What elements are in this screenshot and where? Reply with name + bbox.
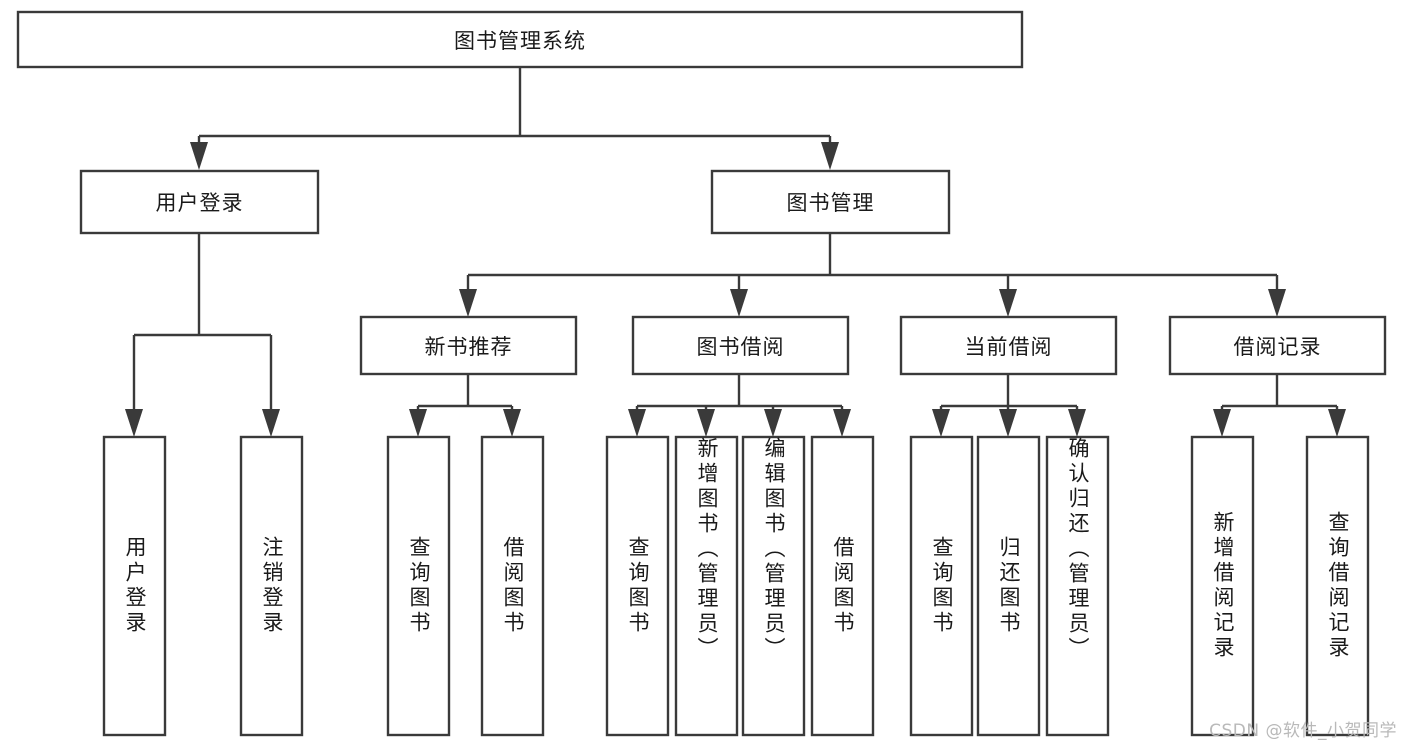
node-leaf-query-book-3[interactable] xyxy=(909,435,974,737)
arrow-head-icon-newbook-l2 xyxy=(503,409,521,437)
node-book-management[interactable] xyxy=(710,169,951,235)
arrow-head-icon-bookmgmt-c4 xyxy=(1268,289,1286,317)
node-leaf-query-book-2[interactable] xyxy=(605,435,670,737)
node-current-borrow[interactable] xyxy=(899,315,1118,376)
node-borrow-record[interactable] xyxy=(1168,315,1387,376)
node-leaf-add-borrow-record[interactable] xyxy=(1190,435,1255,737)
node-leaf-query-book-1[interactable] xyxy=(386,435,451,737)
arrow-head-icon-bookborrow-l1 xyxy=(628,409,646,437)
node-leaf-return-book[interactable] xyxy=(976,435,1041,737)
node-leaf-user-login[interactable] xyxy=(102,435,167,737)
arrow-head-icon-bookborrow-l3 xyxy=(764,409,782,437)
node-leaf-add-book-admin[interactable] xyxy=(674,435,739,737)
arrow-head-icon-bookmgmt-c2 xyxy=(730,289,748,317)
arrow-head-icon-currentborrow-l3 xyxy=(1068,409,1086,437)
arrow-head-icon-borrowrecord-l1 xyxy=(1213,409,1231,437)
node-leaf-confirm-return-admin[interactable] xyxy=(1045,435,1110,737)
node-leaf-query-borrow-record[interactable] xyxy=(1305,435,1370,737)
arrow-head-icon-currentborrow-l1 xyxy=(932,409,950,437)
arrow-head-icon-login-leaf1 xyxy=(125,409,143,437)
arrow-head-icon-login-leaf2 xyxy=(262,409,280,437)
arrow-head-icon-bookborrow-l2 xyxy=(697,409,715,437)
arrow-head-icon-borrowrecord-l2 xyxy=(1328,409,1346,437)
node-root-system[interactable] xyxy=(16,10,1024,69)
arrow-head-icon-newbook-l1 xyxy=(409,409,427,437)
arrow-head-icon-bookmgmt-c1 xyxy=(459,289,477,317)
node-leaf-logout[interactable] xyxy=(239,435,304,737)
arrow-head-icon-bookmgmt-c3 xyxy=(999,289,1017,317)
arrow-head-icon-root-bookmgmt xyxy=(821,142,839,170)
node-leaf-borrow-book-2[interactable] xyxy=(810,435,875,737)
arrow-head-icon-root-login xyxy=(190,142,208,170)
node-user-login[interactable] xyxy=(79,169,320,235)
arrow-head-icon-currentborrow-l2 xyxy=(999,409,1017,437)
arrow-head-icon-bookborrow-l4 xyxy=(833,409,851,437)
node-new-book-recommend[interactable] xyxy=(359,315,578,376)
node-leaf-edit-book-admin[interactable] xyxy=(741,435,806,737)
node-leaf-borrow-book-1[interactable] xyxy=(480,435,545,737)
node-book-borrow[interactable] xyxy=(631,315,850,376)
